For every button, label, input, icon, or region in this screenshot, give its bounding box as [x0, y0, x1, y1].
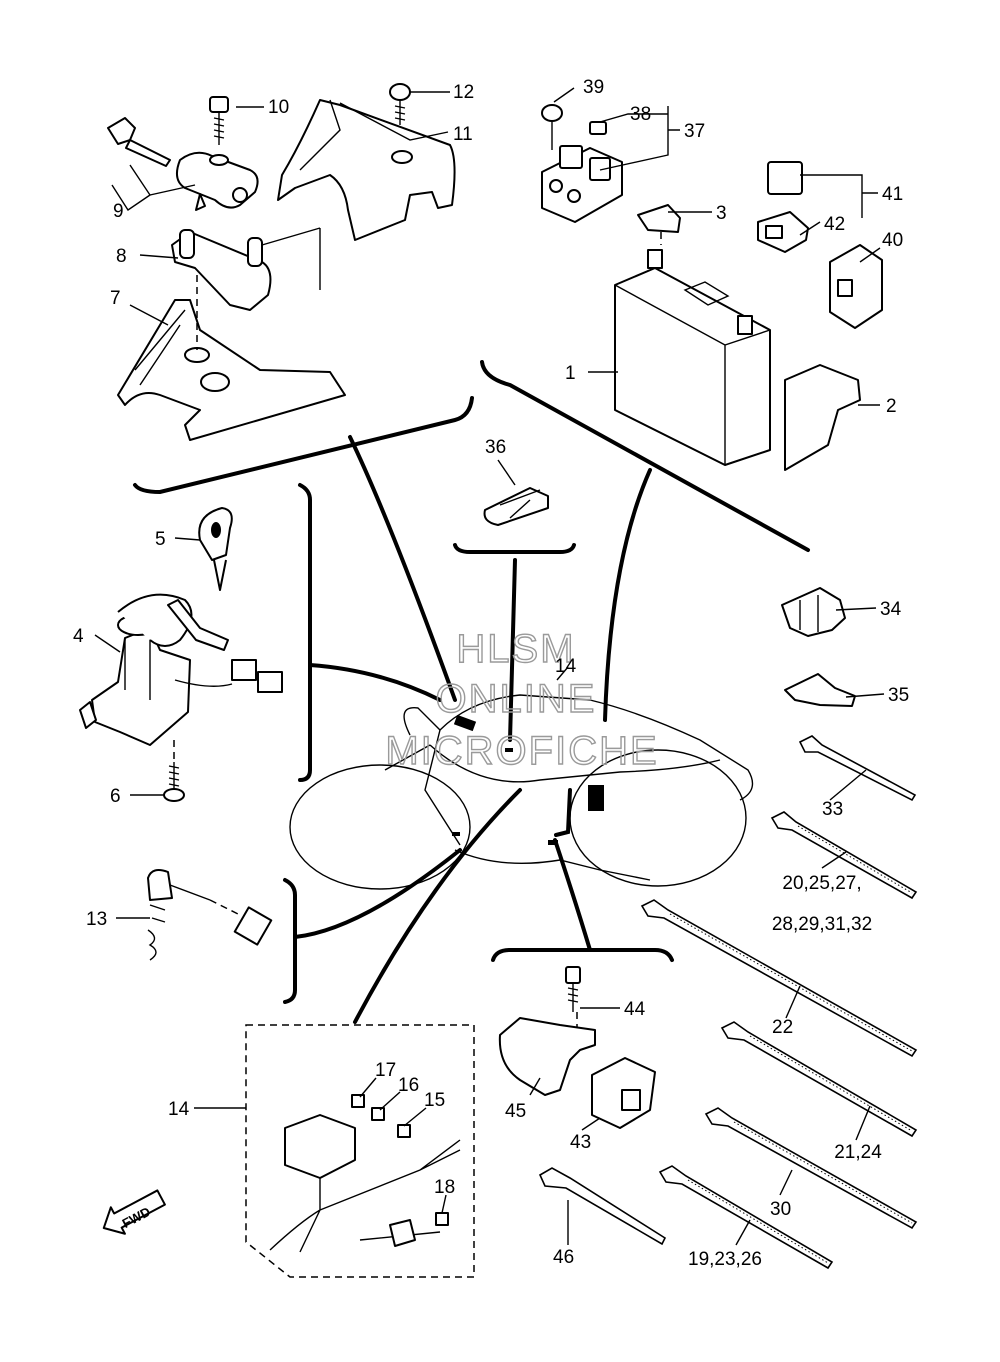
part-20-cable-tie [770, 811, 918, 900]
label-36: 36 [485, 437, 506, 458]
label-33: 33 [822, 799, 843, 820]
part-12-screw [389, 83, 411, 125]
part-14-wire-harness [245, 1024, 475, 1278]
parts-7-12 [107, 83, 456, 441]
label-6: 6 [110, 786, 121, 807]
part-41-relay [767, 161, 803, 195]
part-46-cable-tie [538, 1167, 667, 1246]
part-6-bolt [163, 740, 185, 802]
label-41: 41 [882, 184, 903, 205]
label-21-24: 21,24 [834, 1142, 882, 1163]
label-5: 5 [155, 529, 166, 550]
label-14-motorcycle: 14 [555, 656, 577, 677]
label-19-23-26: 19,23,26 [688, 1249, 762, 1270]
label-13: 13 [86, 909, 107, 930]
parts-right-column [640, 587, 918, 1270]
label-7: 7 [110, 288, 121, 309]
label-12: 12 [453, 82, 474, 103]
part-13-switch [147, 869, 273, 961]
group-brackets [133, 360, 810, 1024]
label-8: 8 [116, 246, 127, 267]
part-34-clamp [781, 587, 846, 637]
parts-1-3-37-42 [541, 104, 883, 471]
label-28-29-31-32: 28,29,31,32 [772, 914, 872, 935]
label-38: 38 [630, 104, 651, 125]
label-37: 37 [684, 121, 705, 142]
leader-lines [94, 87, 885, 1246]
motorcycle-outline [289, 694, 754, 890]
part-4-main-switch [79, 593, 283, 746]
label-43: 43 [570, 1132, 591, 1153]
part-16-fuse [371, 1107, 385, 1121]
part-21-cable-tie [720, 1021, 918, 1138]
label-16: 16 [398, 1075, 419, 1096]
watermark-line3: MICROFICHE [385, 729, 658, 773]
watermark-line1: HLSM [456, 627, 575, 671]
part-10-bolt [209, 96, 229, 166]
parts-4-6 [79, 507, 283, 802]
part-37-starter-relay [541, 145, 623, 223]
part-35-clamp [784, 673, 856, 707]
label-20-25-27: 20,25,27, [782, 873, 861, 894]
part-5-key [198, 507, 233, 591]
label-30: 30 [770, 1199, 791, 1220]
part-7-plate [117, 299, 346, 441]
part-19-cable-tie [658, 1165, 834, 1270]
label-35: 35 [888, 685, 909, 706]
label-3: 3 [716, 203, 727, 224]
label-45: 45 [505, 1101, 526, 1122]
label-1: 1 [565, 363, 576, 384]
part-17-fuse [351, 1094, 365, 1108]
label-46: 46 [553, 1247, 574, 1268]
part-9-lock-cylinder [107, 117, 259, 211]
label-34: 34 [880, 599, 902, 620]
part-22-cable-tie [640, 899, 918, 1058]
part-11-cover [277, 99, 456, 241]
part-44-bolt [565, 966, 581, 1040]
part-43-sensor [591, 1057, 656, 1129]
label-4: 4 [73, 626, 84, 647]
label-42: 42 [824, 214, 845, 235]
watermark: HLSM ONLINE MICROFICHE [385, 626, 658, 773]
part-2-battery-band [784, 364, 861, 471]
parts-43-46 [498, 966, 667, 1246]
label-11: 11 [453, 124, 473, 145]
label-22: 22 [772, 1017, 793, 1038]
part-33-cable-tie [798, 735, 917, 802]
part-labels: 10 12 11 9 8 7 39 38 37 3 1 2 41 42 40 3… [73, 77, 909, 1270]
label-2: 2 [886, 396, 897, 417]
part-30-cable-tie [704, 1107, 918, 1230]
part-3-terminal-cover [637, 204, 681, 233]
label-9: 9 [113, 201, 124, 222]
part-36-clamp [483, 487, 549, 526]
part-45-boot [498, 1017, 596, 1096]
part-15-fuse [397, 1124, 411, 1138]
label-10: 10 [268, 97, 289, 118]
part-18-fuse [435, 1212, 449, 1226]
fwd-arrow: FWD [102, 1189, 166, 1235]
part-40-relay [829, 244, 883, 329]
part-42-relay-socket [757, 211, 809, 253]
watermark-line2: ONLINE [436, 677, 597, 721]
label-39: 39 [583, 77, 604, 98]
label-17: 17 [375, 1060, 396, 1081]
label-14: 14 [168, 1099, 190, 1120]
label-18: 18 [434, 1177, 455, 1198]
part-1-battery [614, 249, 771, 466]
label-40: 40 [882, 230, 903, 251]
part-38-fuse [589, 121, 607, 135]
part-39-screw [541, 104, 563, 150]
label-15: 15 [424, 1090, 445, 1111]
label-44: 44 [624, 999, 646, 1020]
